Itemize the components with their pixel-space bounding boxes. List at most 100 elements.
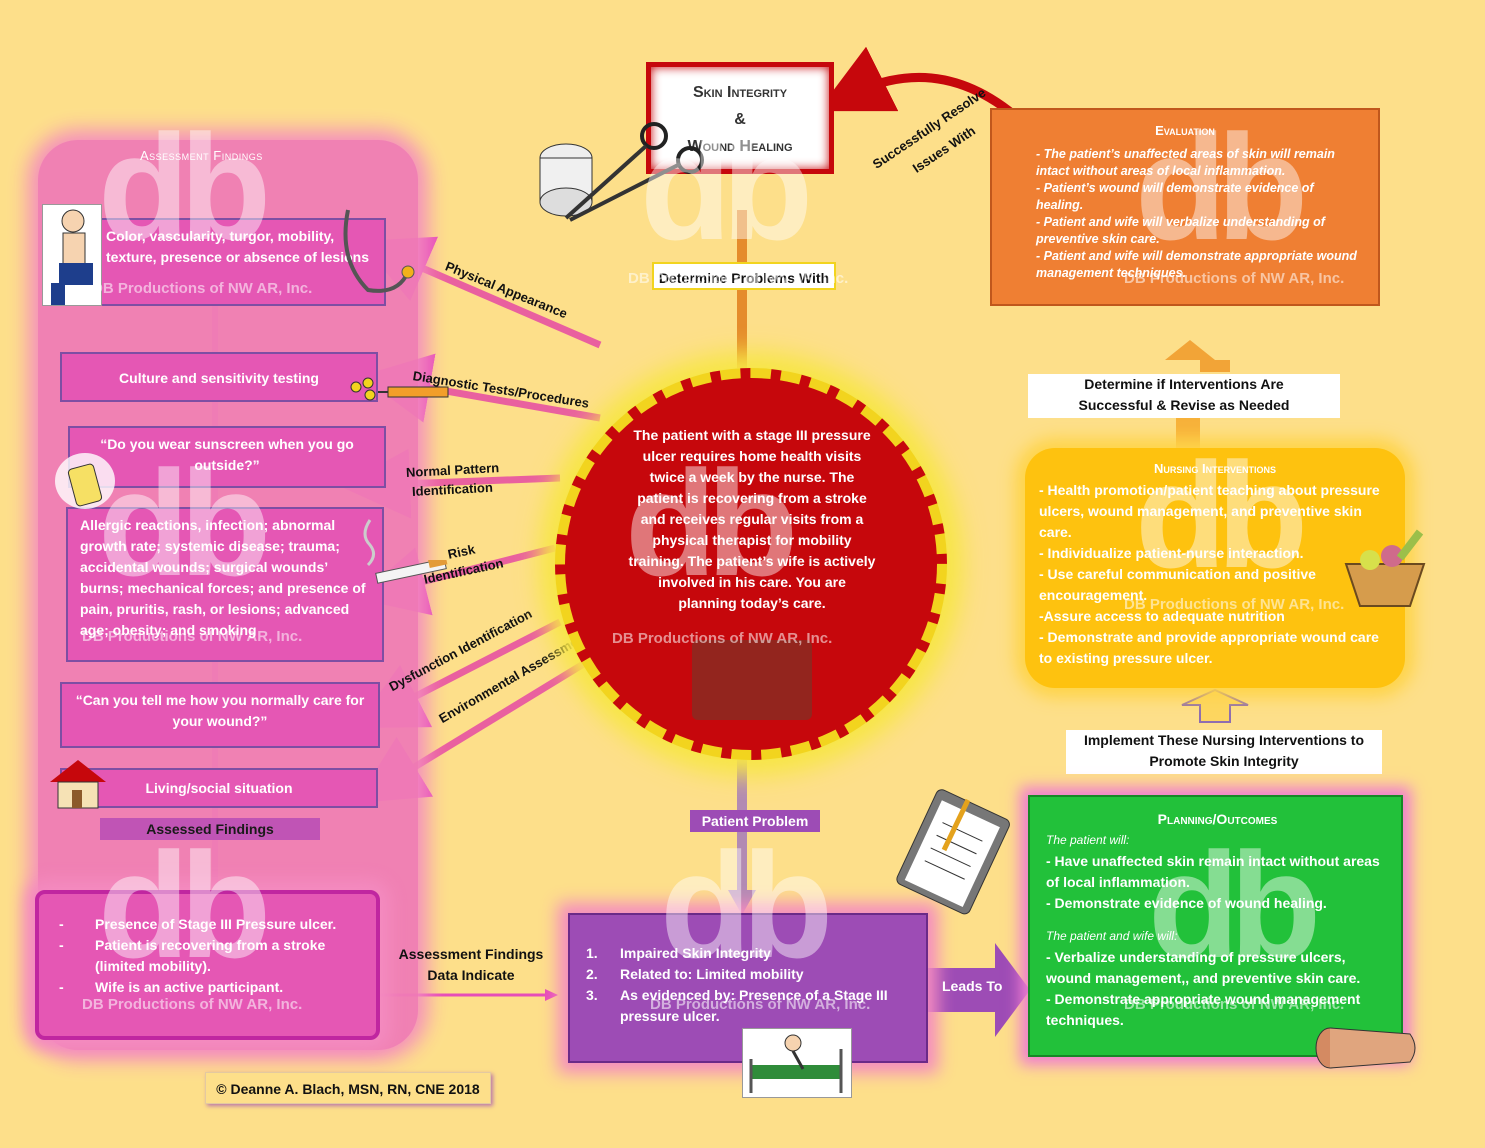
stethoscope-icon bbox=[338, 200, 418, 300]
environmental-arrow bbox=[355, 657, 592, 804]
patient-problem-arrow-line bbox=[728, 760, 756, 915]
watermark-text: DB Productions of NW AR, Inc. bbox=[1124, 596, 1345, 613]
planning-item: - Demonstrate appropriate wound manageme… bbox=[1046, 991, 1361, 1028]
patient-figure-icon bbox=[42, 204, 102, 306]
data-indicate-line-2: Data Indicate bbox=[427, 967, 515, 983]
finding-text: Patient is recovering from a stroke (lim… bbox=[95, 937, 326, 974]
data-indicate-label: Assessment Findings Data Indicate bbox=[396, 944, 546, 986]
watermark-logo: db bbox=[660, 821, 833, 989]
data-indicate-line-1: Assessment Findings bbox=[398, 946, 544, 962]
food-basket-icon bbox=[1340, 528, 1430, 610]
implement-label: Implement These Nursing Interventions to… bbox=[1066, 730, 1382, 774]
evaluation-item: - Patient and wife will verbalize unders… bbox=[1036, 215, 1325, 246]
finding-text: Wife is an active participant. bbox=[95, 979, 284, 995]
title-line-1: Skin Integrity bbox=[692, 84, 788, 101]
watermark-text: DB Productions of NW AR, Inc. bbox=[82, 628, 303, 645]
watermark-logo: db bbox=[625, 439, 798, 607]
evaluation-item: - Patient and wife will demonstrate appr… bbox=[1036, 249, 1357, 280]
bandage-roll-icon bbox=[1310, 1022, 1422, 1074]
patient-in-bed-icon bbox=[742, 1028, 852, 1098]
evaluation-item: - Patient’s wound will demonstrate evide… bbox=[1036, 181, 1314, 212]
nursing-interventions-box: Nursing Interventions - Health promotion… bbox=[1025, 448, 1405, 688]
determine-if-label: Determine if Interventions Are Successfu… bbox=[1028, 374, 1340, 418]
planning-outcomes-box: Planning/Outcomes The patient will: - Ha… bbox=[1028, 795, 1403, 1057]
problem-text: As evidenced by: Presence of a Stage III… bbox=[620, 987, 888, 1024]
implement-line-2: Promote Skin Integrity bbox=[1149, 753, 1299, 769]
watermark-logo: db bbox=[1135, 103, 1308, 271]
copyright: © Deanne A. Blach, MSN, RN, CNE 2018 bbox=[205, 1072, 491, 1104]
normal-pattern-box: “Do you wear sunscreen when you go outsi… bbox=[68, 426, 386, 488]
determine-if-line-2: Successful & Revise as Needed bbox=[1078, 397, 1290, 413]
nursing-item: -Assure access to adequate nutrition bbox=[1039, 608, 1285, 624]
planning-item: - Demonstrate evidence of wound healing. bbox=[1046, 895, 1327, 911]
problem-text: Impaired Skin Integrity bbox=[620, 945, 771, 961]
leads-to-label: Leads To bbox=[942, 978, 1003, 994]
watermark-text: DB Productions of NW AR, Inc. bbox=[1124, 270, 1345, 287]
determine-if-line-1: Determine if Interventions Are bbox=[1084, 376, 1284, 392]
house-icon bbox=[46, 758, 110, 810]
nursing-item: - Demonstrate and provide appropriate wo… bbox=[1039, 629, 1379, 666]
nursing-title: Nursing Interventions bbox=[1154, 461, 1276, 476]
watermark-text: DB Productions of NW AR, Inc. bbox=[650, 996, 871, 1013]
determine-if-arrow bbox=[1165, 340, 1230, 448]
planning-item: - Verbalize understanding of pressure ul… bbox=[1046, 949, 1361, 986]
evaluation-box: Evaluation - The patient’s unaffected ar… bbox=[990, 108, 1380, 306]
watermark-logo: db bbox=[1148, 821, 1321, 989]
patient-problem-label: Patient Problem bbox=[690, 810, 820, 832]
dysfunction-box: “Can you tell me how you normally care f… bbox=[60, 682, 380, 748]
finding-item-3: - Wife is an active participant. bbox=[59, 977, 362, 998]
evaluation-item: - The patient’s unaffected areas of skin… bbox=[1036, 147, 1335, 178]
evaluation-list: - The patient’s unaffected areas of skin… bbox=[1036, 146, 1358, 282]
watermark-logo: db bbox=[640, 103, 813, 271]
planning-subtitle-2: The patient and wife will: bbox=[1046, 929, 1178, 943]
watermark-text: DB Productions of NW AR, Inc. bbox=[612, 630, 833, 647]
problem-num: 3. bbox=[586, 987, 598, 1003]
diagnostic-box: Culture and sensitivity testing bbox=[60, 352, 378, 402]
risk-box: Allergic reactions, infection; abnormal … bbox=[66, 507, 384, 662]
wound-photo-icon bbox=[692, 640, 812, 720]
leads-to-arrow bbox=[928, 943, 1030, 1037]
evaluation-title: Evaluation bbox=[1155, 123, 1215, 138]
finding-item-2: -Patient is recovering from a stroke (li… bbox=[59, 935, 362, 977]
title-line-2: & bbox=[734, 111, 746, 128]
environmental-box: Living/social situation bbox=[60, 768, 378, 808]
bullet: - bbox=[59, 979, 64, 995]
title-line-3: Wound Healing bbox=[687, 138, 793, 155]
syringe-icon bbox=[348, 375, 458, 407]
bandage-scissors-icon bbox=[536, 118, 706, 228]
planning-title: Planning/Outcomes bbox=[1157, 811, 1278, 827]
watermark-text: DB Productions of NW AR, Inc. bbox=[628, 270, 849, 287]
finding-item-1: - Presence of Stage III Pressure ulcer. bbox=[59, 914, 362, 935]
physical-appearance-arrow bbox=[359, 236, 602, 349]
finding-text: Presence of Stage III Pressure ulcer. bbox=[95, 916, 337, 932]
cigarette-icon bbox=[360, 510, 400, 590]
assessment-data-box: - Presence of Stage III Pressure ulcer. -… bbox=[35, 890, 380, 1040]
problem-item-1: 1. Impaired Skin Integrity bbox=[586, 943, 912, 964]
resolve-arrow bbox=[817, 46, 1023, 124]
watermark-text: DB Productions of NW AR, Inc. bbox=[82, 996, 303, 1013]
determine-problems-label: Determine Problems With bbox=[652, 262, 836, 290]
bullet: - bbox=[59, 916, 64, 932]
watermark-logo: db bbox=[98, 103, 271, 271]
nursing-item: - Health promotion/patient teaching abou… bbox=[1039, 482, 1380, 540]
implement-line-1: Implement These Nursing Interventions to bbox=[1083, 732, 1365, 748]
planning-item: - Have unaffected skin remain intact wit… bbox=[1046, 853, 1380, 890]
watermark-text: DB Productions of NW AR, Inc. bbox=[92, 280, 313, 297]
watermark-text: DB Productions of NW AR, Inc. bbox=[1124, 996, 1345, 1013]
problem-item-3: 3. As evidenced by: Presence of a Stage … bbox=[586, 985, 912, 1027]
nursing-item: - Individualize patient-nurse interactio… bbox=[1039, 545, 1304, 561]
assessment-findings-title: Assessment Findings bbox=[140, 148, 263, 163]
physical-appearance-box: Color, vascularity, turgor, mobility, te… bbox=[92, 218, 386, 306]
clipboard-checklist-icon bbox=[884, 780, 1024, 920]
assessed-findings-label: Assessed Findings bbox=[100, 818, 320, 840]
implement-arrow bbox=[1181, 688, 1249, 723]
problem-num: 2. bbox=[586, 966, 598, 982]
watermark-logo: db bbox=[98, 821, 271, 989]
watermark-logo: db bbox=[1135, 431, 1308, 599]
sunscreen-bottle-icon bbox=[52, 450, 118, 512]
problem-item-2: 2. Related to: Limited mobility bbox=[586, 964, 912, 985]
watermark-logo: db bbox=[98, 439, 271, 607]
problem-text: Related to: Limited mobility bbox=[620, 966, 804, 982]
case-scenario-text: The patient with a stage III pressure ul… bbox=[628, 427, 876, 611]
nursing-item: - Use careful communication and positive… bbox=[1039, 566, 1316, 603]
